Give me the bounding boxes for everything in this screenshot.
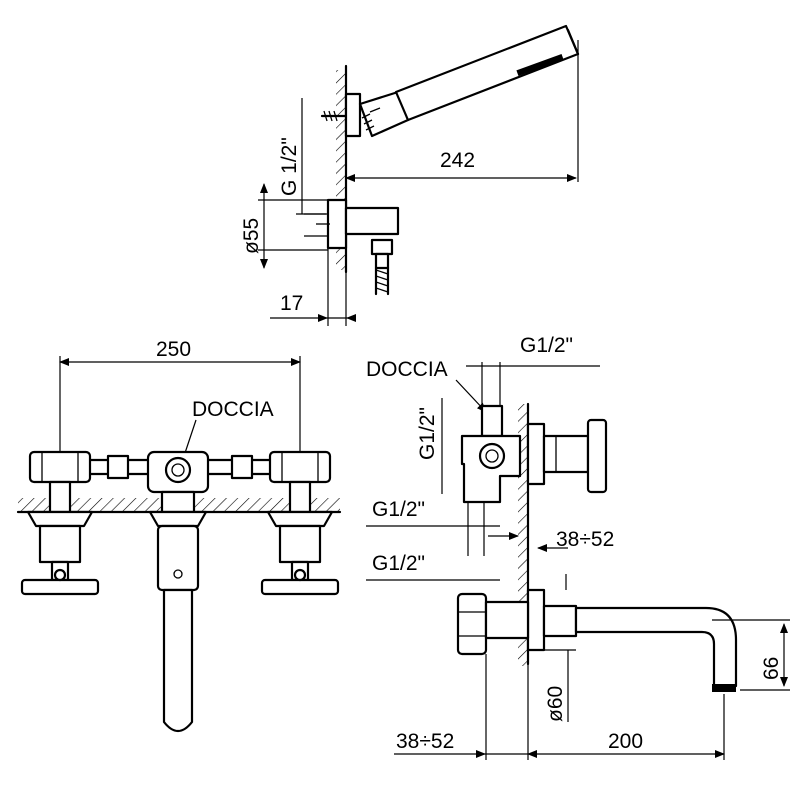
left-deck-flange bbox=[26, 510, 94, 528]
shower-outlet-stub bbox=[480, 404, 504, 438]
doccia-label-side: DOCCIA bbox=[366, 358, 448, 381]
upper-wall-flange bbox=[526, 422, 546, 486]
front-valve-view: 250 DOCCIA bbox=[16, 338, 342, 733]
thread-label-vertical: G1/2" bbox=[416, 407, 439, 460]
right-crosshead bbox=[260, 578, 340, 596]
upper-crosshead bbox=[586, 418, 608, 494]
diverter-outlet bbox=[164, 456, 192, 484]
lower-wall-flange bbox=[526, 588, 546, 652]
hand-shower-view: 242 G 1/2" ø55 17 bbox=[240, 24, 580, 326]
right-valve-stem bbox=[288, 480, 312, 514]
dim-label-60: ø60 bbox=[544, 686, 567, 722]
shower-handle bbox=[394, 24, 580, 122]
diverter-flange bbox=[148, 510, 208, 528]
thread-label-top: G1/2" bbox=[520, 334, 573, 357]
right-valve-body bbox=[268, 450, 332, 484]
left-valve-stem bbox=[48, 480, 72, 514]
right-deck-flange bbox=[266, 510, 334, 528]
pipe-nut-left bbox=[106, 454, 130, 480]
left-handle-pin bbox=[53, 568, 67, 582]
inlet-nut bbox=[456, 592, 488, 656]
screw-thread bbox=[323, 110, 338, 122]
side-spout-view: G1/2" DOCCIA G1/2" G1/2" 38÷52 G1/2" bbox=[366, 334, 790, 760]
dim-label-17: 17 bbox=[280, 292, 303, 315]
range-label-upper: 38÷52 bbox=[556, 528, 614, 551]
dim-label-200: 200 bbox=[608, 730, 643, 753]
dim-label-55: ø55 bbox=[240, 218, 263, 254]
hose-braid bbox=[375, 269, 389, 293]
hook-plate bbox=[344, 92, 362, 138]
right-under-body bbox=[278, 524, 322, 564]
arrow-lower-left bbox=[476, 750, 486, 758]
thread-label-mid: G1/2" bbox=[372, 498, 425, 521]
arrow-17-left bbox=[318, 314, 328, 322]
spray-nozzles bbox=[516, 53, 564, 77]
shower-head-face bbox=[566, 28, 580, 56]
left-valve-body bbox=[28, 450, 92, 484]
outlet-elbow bbox=[344, 206, 400, 236]
spout-screw bbox=[173, 569, 183, 579]
hose-sleeve bbox=[374, 252, 390, 270]
diverter-port bbox=[478, 442, 506, 470]
spout-aerator bbox=[712, 684, 736, 692]
dim-label-242: 242 bbox=[440, 149, 475, 172]
range-label-lower: 38÷52 bbox=[396, 730, 454, 753]
hose-nut bbox=[370, 238, 394, 256]
lower-valve-collar bbox=[542, 604, 578, 638]
hose-coil bbox=[361, 107, 381, 131]
outlet-flange bbox=[326, 198, 348, 250]
left-under-body bbox=[38, 524, 82, 564]
inlet-body bbox=[484, 600, 530, 640]
arrow-17-right bbox=[346, 314, 356, 322]
dim-label-250: 250 bbox=[156, 338, 191, 361]
diverter-outlet-inner bbox=[171, 463, 185, 477]
left-crosshead bbox=[20, 578, 100, 596]
dim-label-thread: G 1/2" bbox=[278, 137, 301, 196]
upper-valve-body bbox=[542, 434, 590, 474]
pipe-nut-right bbox=[230, 454, 254, 480]
spout bbox=[162, 588, 194, 733]
diverter-stem bbox=[160, 490, 196, 514]
doccia-label-front: DOCCIA bbox=[192, 398, 274, 421]
dim-label-66: 66 bbox=[760, 657, 783, 680]
wall-hatch-top bbox=[336, 70, 346, 270]
thread-label-low: G1/2" bbox=[372, 552, 425, 575]
right-handle-pin bbox=[293, 568, 307, 582]
diverter-port-inner bbox=[485, 449, 499, 463]
wall-hatch-side bbox=[518, 404, 528, 666]
spout-housing bbox=[156, 524, 200, 592]
